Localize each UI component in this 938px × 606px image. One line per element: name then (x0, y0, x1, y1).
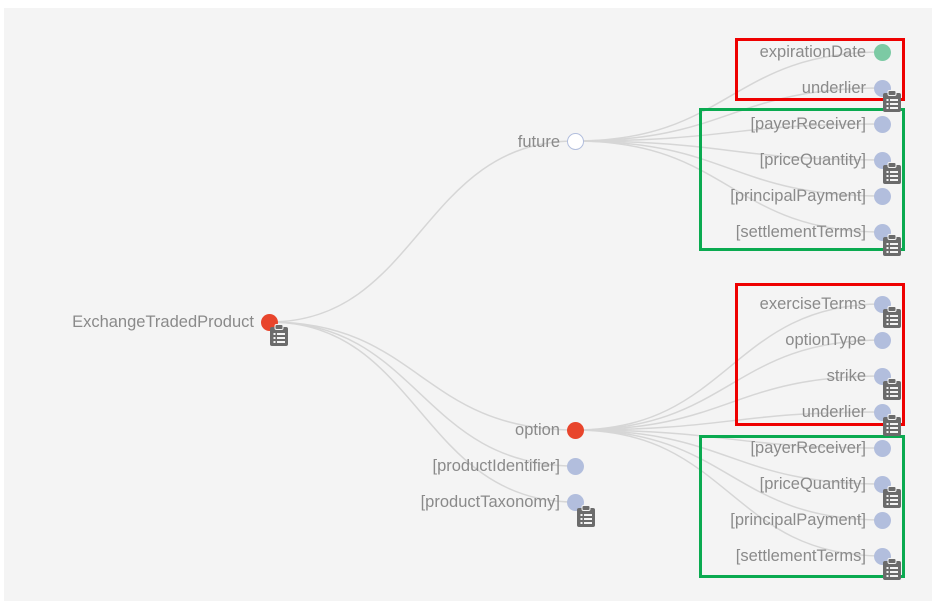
future-underlier-node[interactable] (874, 80, 891, 97)
future-expiration-date-label[interactable]: expirationDate (759, 42, 866, 61)
future-price-quantity-node[interactable] (874, 152, 891, 169)
option-principal-payment-label[interactable]: [principalPayment] (730, 510, 866, 529)
option-strike-label[interactable]: strike (826, 366, 866, 385)
root-documentation-clipboard-icon[interactable] (270, 324, 288, 346)
product-taxonomy-node[interactable] (567, 494, 584, 511)
option-underlier-label[interactable]: underlier (801, 402, 866, 421)
option-settlement-terms-documentation-clipboard-icon[interactable] (883, 558, 901, 580)
future-settlement-terms-label[interactable]: [settlementTerms] (735, 222, 866, 241)
product-identifier-label[interactable]: [productIdentifier] (432, 456, 561, 475)
option-principal-payment-node[interactable] (874, 512, 891, 529)
option-exercise-terms-documentation-clipboard-icon[interactable] (883, 306, 901, 328)
option-node[interactable] (567, 422, 584, 439)
future-specific-highlight-box (735, 38, 905, 101)
root-label[interactable]: ExchangeTradedProduct (72, 312, 254, 331)
option-underlier-documentation-clipboard-icon[interactable] (883, 414, 901, 436)
option-option-type-node[interactable] (874, 332, 891, 349)
future-payer-receiver-label[interactable]: [payerReceiver] (750, 114, 866, 133)
future-payer-receiver-node[interactable] (874, 116, 891, 133)
option-exercise-terms-node[interactable] (874, 296, 891, 313)
root-node[interactable] (261, 314, 278, 331)
future-price-quantity-label[interactable]: [priceQuantity] (759, 150, 866, 169)
future-settlement-terms-node[interactable] (874, 224, 891, 241)
future-underlier-documentation-clipboard-icon[interactable] (883, 90, 901, 112)
option-price-quantity-label[interactable]: [priceQuantity] (759, 474, 866, 493)
future-expiration-date-node[interactable] (874, 44, 891, 61)
future-underlier-label[interactable]: underlier (801, 78, 866, 97)
product-taxonomy-documentation-clipboard-icon[interactable] (577, 505, 595, 527)
option-label[interactable]: option (515, 420, 560, 439)
future-settlement-terms-documentation-clipboard-icon[interactable] (883, 234, 901, 256)
option-price-quantity-node[interactable] (874, 476, 891, 493)
diagram-canvas[interactable] (4, 8, 932, 601)
option-settlement-terms-label[interactable]: [settlementTerms] (735, 546, 866, 565)
future-principal-payment-label[interactable]: [principalPayment] (730, 186, 866, 205)
product-taxonomy-label[interactable]: [productTaxonomy] (420, 492, 560, 511)
option-option-type-label[interactable]: optionType (785, 330, 866, 349)
product-identifier-node[interactable] (567, 458, 584, 475)
future-label[interactable]: future (517, 132, 560, 151)
future-node[interactable] (567, 133, 584, 150)
option-common-highlight-box (699, 435, 905, 578)
option-payer-receiver-node[interactable] (874, 440, 891, 457)
option-settlement-terms-node[interactable] (874, 548, 891, 565)
future-principal-payment-node[interactable] (874, 188, 891, 205)
future-common-highlight-box (699, 108, 905, 251)
option-price-quantity-documentation-clipboard-icon[interactable] (883, 486, 901, 508)
option-strike-documentation-clipboard-icon[interactable] (883, 378, 901, 400)
option-exercise-terms-label[interactable]: exerciseTerms (759, 294, 866, 313)
option-strike-node[interactable] (874, 368, 891, 385)
option-payer-receiver-label[interactable]: [payerReceiver] (750, 438, 866, 457)
future-price-quantity-documentation-clipboard-icon[interactable] (883, 162, 901, 184)
option-underlier-node[interactable] (874, 404, 891, 421)
option-specific-highlight-box (735, 283, 905, 426)
